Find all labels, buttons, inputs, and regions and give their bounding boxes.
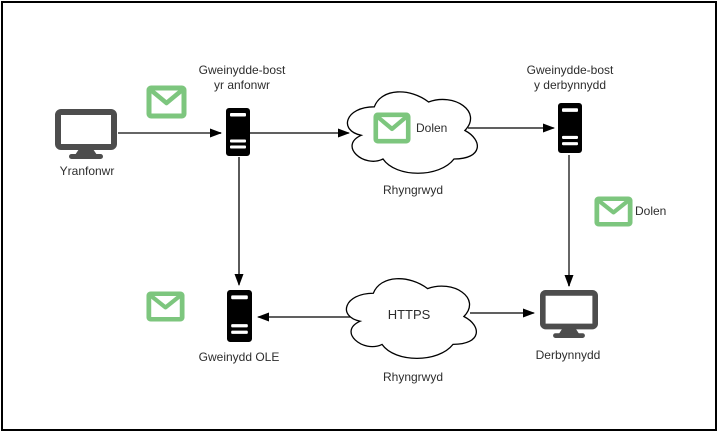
- ole-server-icon: [227, 290, 252, 342]
- sender-label: Yranfonwr: [59, 164, 115, 178]
- email-envelope-icon: [594, 196, 633, 227]
- ole-server-label: Gweinydd OLE: [198, 350, 280, 364]
- internet-top-label: Rhyngrwyd: [382, 183, 444, 197]
- recipient-mail-server-label: Gweinydde-bost y derbynnydd: [526, 63, 614, 92]
- email-envelope-icon: [146, 85, 187, 119]
- cloud-internet-top: [346, 91, 478, 174]
- recipient-computer-icon: [540, 290, 598, 338]
- dolen-right-label: Dolen: [635, 204, 667, 218]
- recipient-label: Derbynnydd: [535, 348, 601, 362]
- recipient-mail-server-icon: [558, 103, 582, 153]
- sender-mail-server-label: Gweinydde-bost yr anfonwr: [198, 63, 286, 92]
- sender-computer-icon: [55, 109, 117, 159]
- email-envelope-icon: [373, 112, 411, 144]
- email-envelope-icon: [146, 291, 185, 322]
- sender-mail-server-icon: [226, 108, 250, 156]
- dolen-top-label: Dolen: [416, 121, 448, 135]
- https-label: HTTPS: [387, 307, 431, 322]
- cloud-internet-bottom: [345, 278, 477, 359]
- internet-bottom-label: Rhyngrwyd: [382, 370, 444, 384]
